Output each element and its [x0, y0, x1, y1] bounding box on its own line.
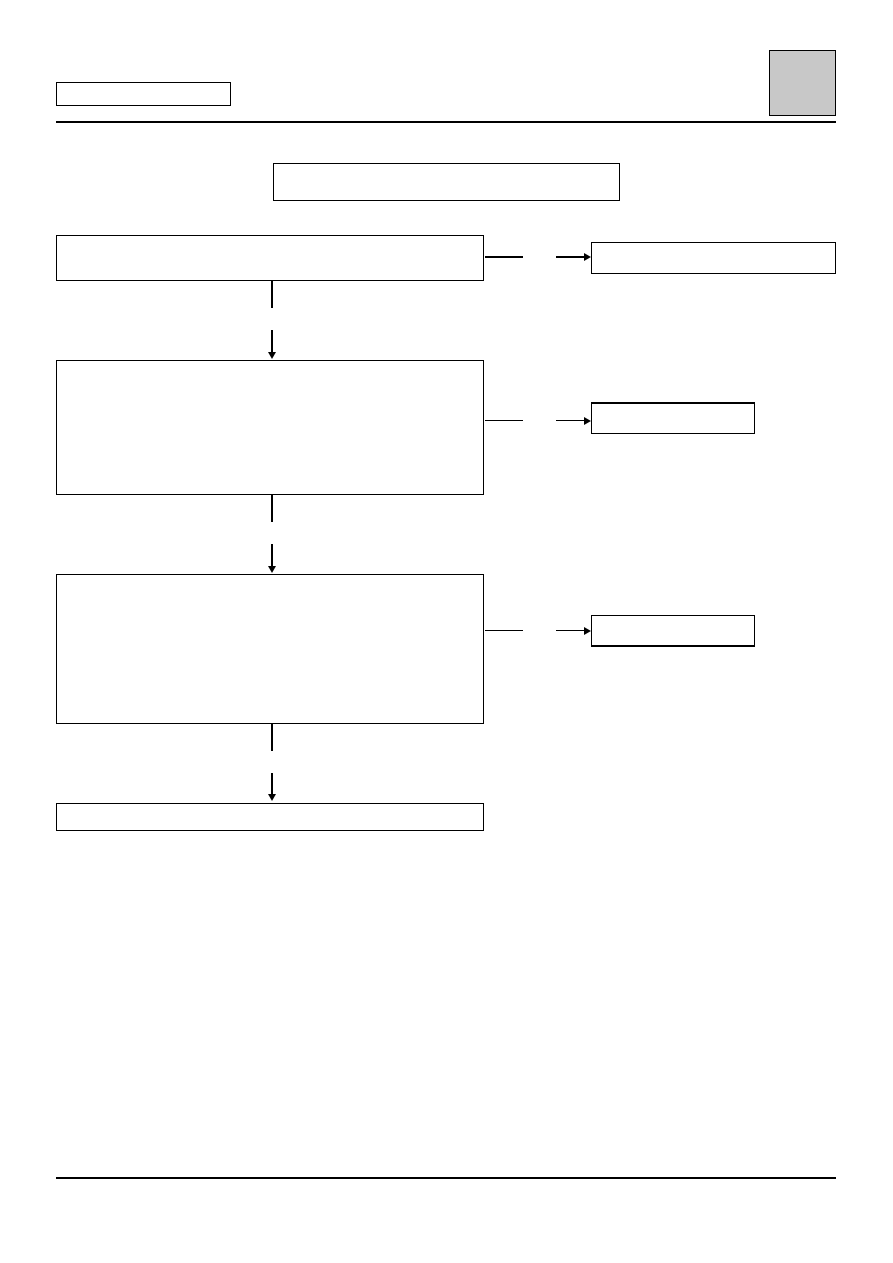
flow-step1-box — [56, 235, 484, 281]
step3-right-arrowhead — [584, 627, 591, 635]
flow-step1-side-box — [591, 242, 836, 274]
step3-down-arrowhead — [268, 794, 276, 801]
step2-down-connector-b — [271, 544, 273, 567]
step1-down-connector-a — [271, 281, 273, 308]
flow-end-box — [56, 803, 484, 831]
flow-step3-box — [56, 574, 484, 724]
step2-right-connector-a — [485, 420, 523, 421]
flow-step2-box — [56, 360, 484, 495]
step1-down-arrowhead — [268, 352, 276, 359]
step2-right-connector-b — [556, 420, 584, 421]
header-rule — [56, 121, 836, 123]
step1-down-connector-b — [271, 330, 273, 353]
step3-right-connector-b — [556, 630, 584, 631]
step1-right-connector-a — [485, 256, 523, 258]
flow-start-box — [273, 163, 620, 201]
step3-down-connector-a — [271, 724, 273, 751]
footer-rule — [56, 1177, 836, 1179]
step1-right-connector-b — [556, 256, 584, 258]
step3-right-connector-a — [485, 630, 523, 631]
step3-down-connector-b — [271, 773, 273, 795]
flow-step2-side-box — [591, 402, 755, 434]
step2-down-arrowhead — [268, 566, 276, 573]
flow-step3-side-box — [591, 615, 755, 647]
chapter-tab — [769, 50, 836, 116]
step2-down-connector-a — [271, 495, 273, 522]
step2-right-arrowhead — [584, 417, 591, 425]
header-title-box — [56, 82, 231, 106]
step1-right-arrowhead — [584, 253, 591, 261]
